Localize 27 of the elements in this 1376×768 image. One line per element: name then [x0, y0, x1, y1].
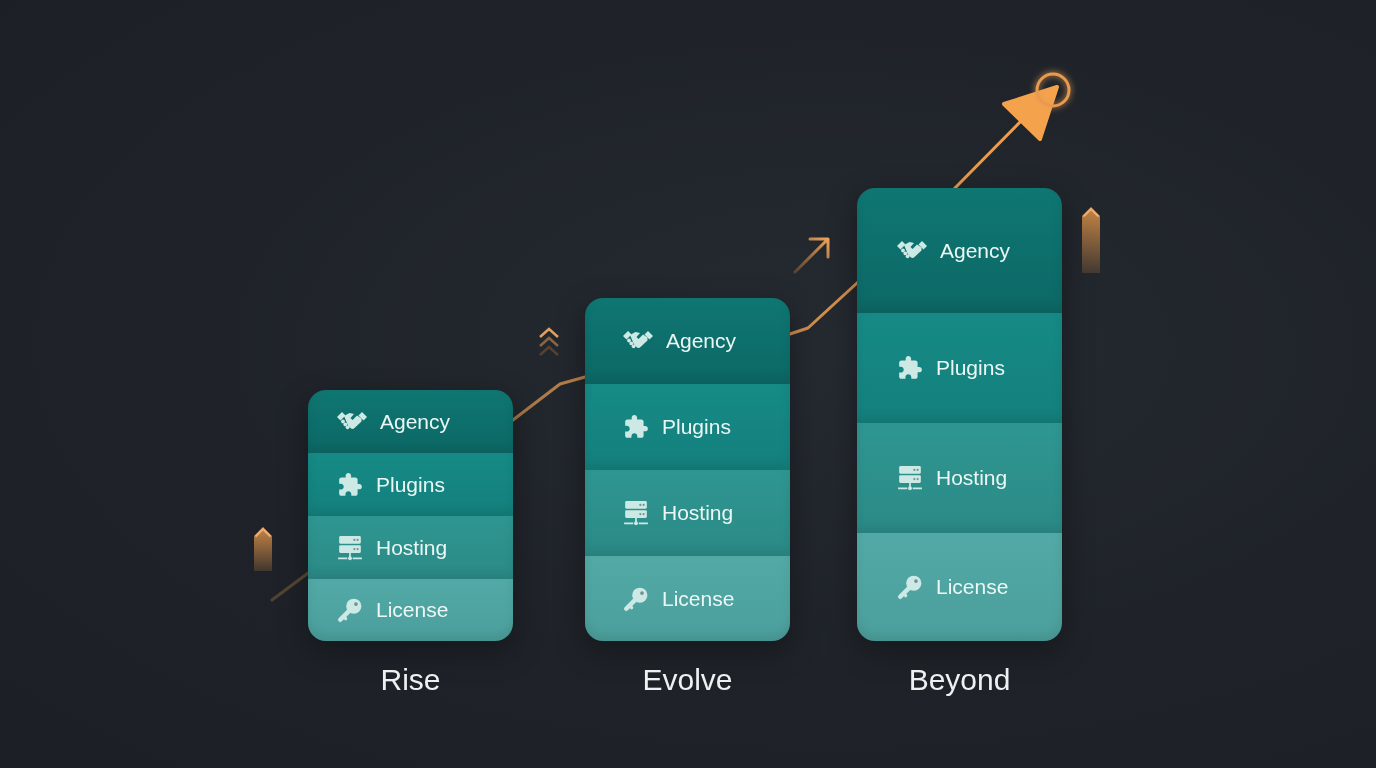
layer-band	[857, 423, 1062, 533]
layer-label: Hosting	[376, 535, 448, 560]
layer-band	[857, 188, 1062, 313]
layer-label: Plugins	[936, 356, 1005, 380]
layer-label: License	[376, 598, 449, 622]
layer-label: Hosting	[662, 501, 734, 525]
layer-label: Plugins	[662, 415, 731, 439]
layer-label: Agency	[666, 329, 737, 353]
layer-band	[857, 533, 1062, 641]
layer-band	[308, 516, 513, 579]
column-label: Rise	[380, 663, 441, 696]
layer-label: Agency	[940, 238, 1011, 263]
layer-band	[308, 390, 513, 453]
layer-band	[585, 470, 790, 556]
layer-label: License	[662, 586, 735, 611]
layer-band	[585, 384, 790, 470]
layer-band	[308, 453, 513, 516]
layer-label: Agency	[380, 409, 451, 434]
layer-label: License	[936, 575, 1009, 599]
layer-label: Hosting	[936, 466, 1008, 490]
column-label: Beyond	[908, 663, 1011, 696]
layer-band	[585, 556, 790, 641]
column-label: Evolve	[642, 663, 733, 696]
layer-band	[308, 579, 513, 641]
layer-band	[857, 313, 1062, 423]
layer-label: Plugins	[376, 472, 445, 497]
layer-band	[585, 298, 790, 384]
